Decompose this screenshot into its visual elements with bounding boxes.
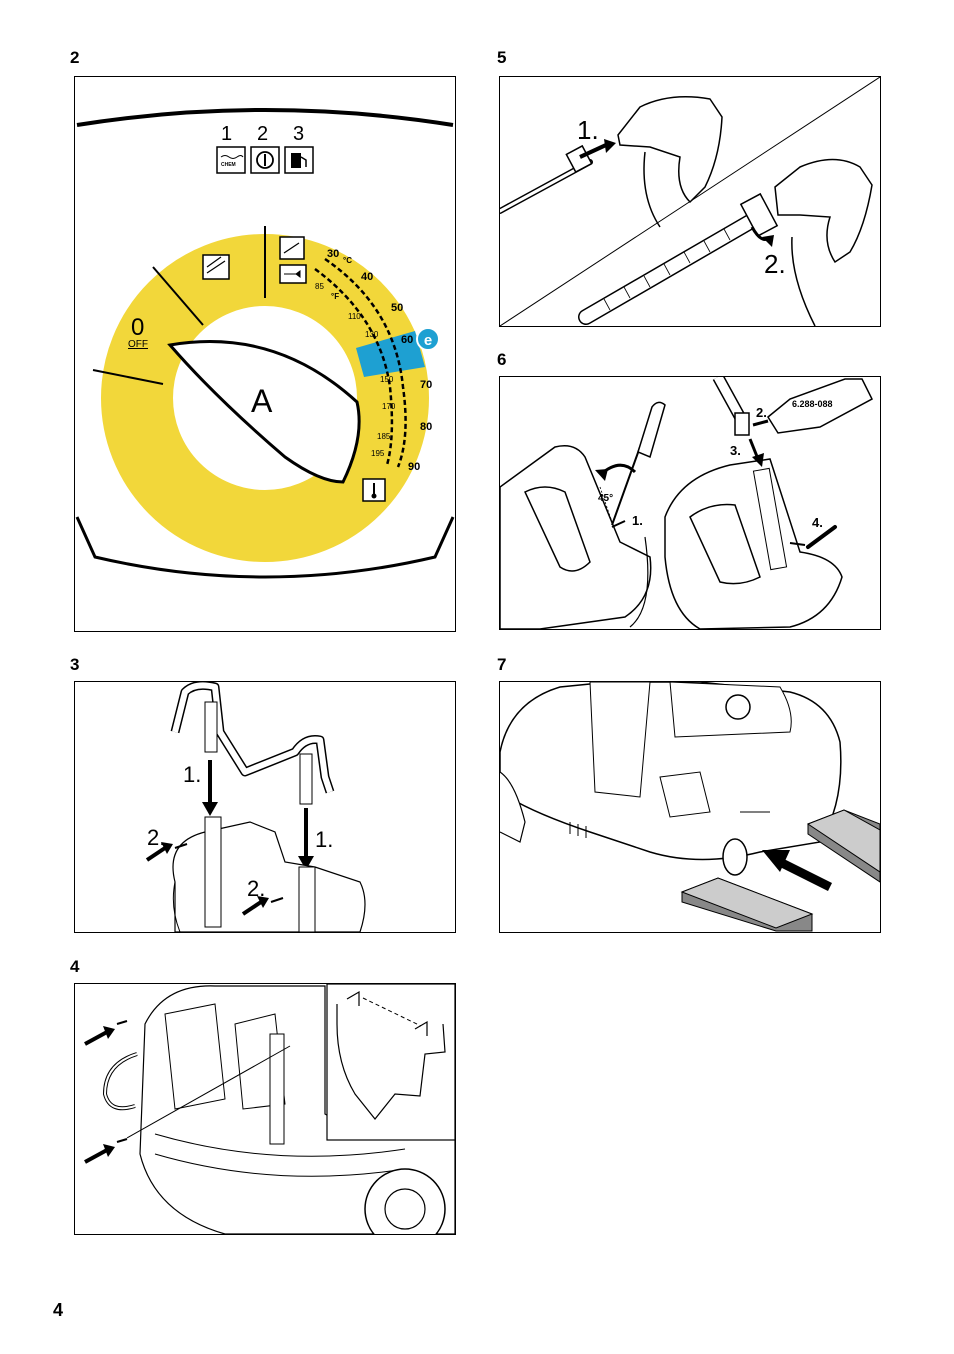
figure-6-panel: 45° 1. 2. 3. 4. 6.288-088 — [499, 376, 881, 630]
hot-water-spray-icon — [279, 236, 305, 260]
unit-fahrenheit: °F — [331, 292, 339, 301]
step-2-right-label: 2. — [247, 876, 265, 901]
fahrenheit-150: 150 — [380, 375, 394, 384]
chem-label: CHEM — [221, 162, 236, 168]
figure-2-number: 2 — [70, 48, 80, 67]
celsius-30: 30 — [327, 248, 339, 260]
machine-body — [172, 821, 366, 932]
figure-4-panel — [74, 983, 456, 1235]
mode-number-3: 3 — [293, 123, 304, 145]
push-handle — [172, 682, 333, 793]
fahrenheit-185: 185 — [377, 432, 391, 441]
push-direction-arrow-icon — [777, 857, 833, 892]
figure-5-panel: 1. 2. — [499, 76, 881, 327]
figure-2-panel: e 1 2 3 CHEM 0 OFF A °C °F 30 40 50 60 7… — [74, 76, 456, 632]
forklift-transport-illustration — [500, 682, 880, 932]
knob-label: A — [251, 383, 273, 419]
nozzle-icon — [279, 264, 307, 284]
screw-arrow-top-icon — [84, 1030, 108, 1046]
spray-gun-upper — [617, 96, 723, 204]
angle-label: 45° — [598, 493, 613, 504]
off-zero: 0 — [131, 314, 144, 341]
figure-3-number: 3 — [70, 655, 80, 674]
celsius-70: 70 — [420, 379, 432, 391]
mode-number-1: 1 — [221, 123, 232, 145]
gun-handle-right — [664, 458, 843, 629]
screw-arrow-right-icon — [241, 900, 263, 916]
figure-7-panel — [499, 681, 881, 933]
figure-6-number: 6 — [497, 350, 507, 369]
eco-label: e — [424, 332, 432, 349]
step-4-label: 4. — [812, 515, 823, 530]
fahrenheit-110: 110 — [348, 312, 361, 321]
step-2-left-label: 2. — [147, 825, 165, 850]
celsius-80: 80 — [420, 421, 432, 433]
fahrenheit-scale — [314, 267, 394, 466]
thermometer-icon — [362, 478, 386, 502]
holder-bracket — [336, 1004, 446, 1120]
screwdriver-icon — [611, 446, 641, 526]
eco-zone — [356, 331, 425, 377]
eco-icon — [416, 327, 440, 351]
step-1-left-label: 1. — [183, 762, 201, 787]
fahrenheit-85: 85 — [315, 282, 324, 291]
figure-4-number: 4 — [70, 957, 80, 976]
power-icon — [250, 146, 280, 174]
celsius-50: 50 — [391, 302, 403, 314]
figure-7-number: 7 — [497, 655, 507, 674]
handle-mounting-illustration: 1. 1. 2. 2. — [145, 682, 366, 932]
figure-3-panel: 1. 1. 2. 2. — [74, 681, 456, 933]
off-label: OFF — [128, 339, 148, 350]
celsius-40: 40 — [361, 271, 373, 283]
part-number-label: 6.288-088 — [792, 399, 833, 409]
cold-water-spray-icon — [202, 254, 230, 280]
insert-arrow-icon — [579, 143, 607, 159]
spray-gun-lower — [774, 158, 873, 264]
chem-icon — [216, 146, 246, 174]
selector-knob[interactable] — [167, 340, 361, 484]
castor-wheel — [722, 838, 748, 876]
step-3-label: 3. — [730, 443, 741, 458]
eco-badge-icon — [725, 694, 751, 720]
mode-number-2: 2 — [257, 123, 268, 145]
step-1-label: 1. — [632, 513, 643, 528]
page-number: 4 — [53, 1300, 64, 1320]
accessory-holder-mounting-illustration — [84, 984, 455, 1234]
spray-gun-assembly-illustration: 1. 2. — [500, 77, 880, 326]
unit-celsius: °C — [343, 256, 352, 265]
alignment-line — [362, 997, 422, 1027]
fahrenheit-170: 170 — [382, 402, 396, 411]
pin-icon — [806, 525, 837, 549]
screw-arrow-bottom-icon — [84, 1148, 108, 1164]
step-2-label: 2. — [764, 249, 786, 279]
celsius-60: 60 — [401, 334, 413, 346]
screw-arrow-left-icon — [145, 846, 167, 862]
grease-tube — [767, 378, 873, 434]
step-1-label: 1. — [577, 115, 599, 145]
figure-5-number: 5 — [497, 48, 507, 67]
celsius-scale — [324, 257, 407, 468]
fahrenheit-195: 195 — [371, 449, 385, 458]
celsius-90: 90 — [408, 461, 420, 473]
step-2-label: 2. — [756, 405, 767, 420]
fuel-icon — [284, 146, 314, 174]
fahrenheit-130: 130 — [365, 330, 379, 339]
control-dial-illustration: e 1 2 3 CHEM 0 OFF A °C °F 30 40 50 60 7… — [75, 108, 455, 579]
trigger-lubrication-illustration: 45° 1. 2. 3. 4. 6.288-088 — [500, 377, 873, 629]
step-1-right-label: 1. — [315, 827, 333, 852]
